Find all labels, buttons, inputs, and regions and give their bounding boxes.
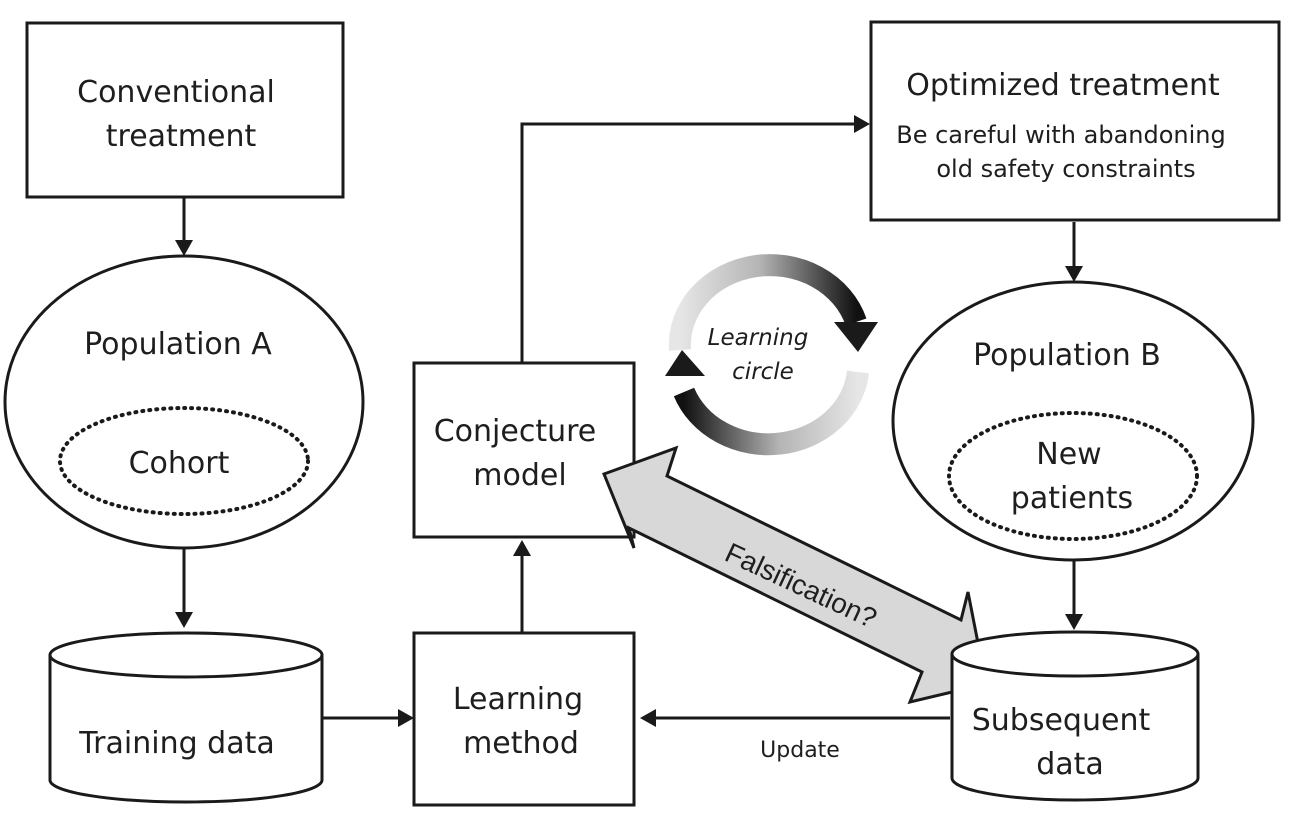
learning-method-box [412, 631, 636, 807]
new-patients-line2: patients [1011, 481, 1133, 516]
learning-method-line2: method [463, 726, 579, 761]
new-patients-ellipse [947, 411, 1199, 541]
subsequent-data-line2: data [1036, 747, 1104, 782]
learning-circle-cycle-icon [665, 254, 878, 456]
learning-method-line1: Learning [453, 682, 583, 717]
subsequent-data-line1: Subsequent [972, 703, 1151, 738]
optimized-treatment-note-line1: Be careful with abandoning [896, 121, 1225, 149]
conventional-treatment-line1: Conventional [77, 75, 275, 110]
learning-circle-line1: Learning [708, 325, 809, 351]
learning-circle-line2: circle [732, 359, 794, 385]
conventional-treatment-line2: treatment [106, 119, 257, 154]
arrow-training-to-learning-method [322, 709, 414, 727]
new-patients-line1: New [1036, 437, 1101, 472]
population-a-label: Population A [84, 327, 272, 362]
optimized-treatment-box [869, 20, 1281, 222]
training-data-cylinder [48, 631, 324, 804]
cohort-ellipse [58, 406, 310, 516]
conjecture-model-box [412, 361, 636, 539]
conjecture-model-line1: Conjecture [434, 414, 597, 449]
arrow-update [640, 709, 950, 727]
optimized-treatment-note-line2: old safety constraints [936, 155, 1195, 183]
arrow-conjecture-model-to-optimized-treatment [520, 115, 870, 362]
cohort-label: Cohort [129, 446, 230, 481]
update-label: Update [760, 738, 840, 763]
arrow-optimized-treatment-to-population-b [1065, 222, 1083, 282]
conjecture-model-line2: model [473, 458, 566, 493]
population-b-ellipse [891, 280, 1255, 562]
arrow-conventional-to-population-a [175, 198, 193, 256]
training-data-label: Training data [78, 726, 274, 761]
subsequent-data-cylinder [950, 630, 1200, 802]
optimized-treatment-title: Optimized treatment [906, 68, 1220, 103]
population-b-label: Population B [973, 338, 1161, 373]
arrow-learning-method-to-conjecture-model [513, 540, 531, 632]
conventional-treatment-box [25, 21, 345, 199]
population-a-ellipse [3, 254, 365, 550]
